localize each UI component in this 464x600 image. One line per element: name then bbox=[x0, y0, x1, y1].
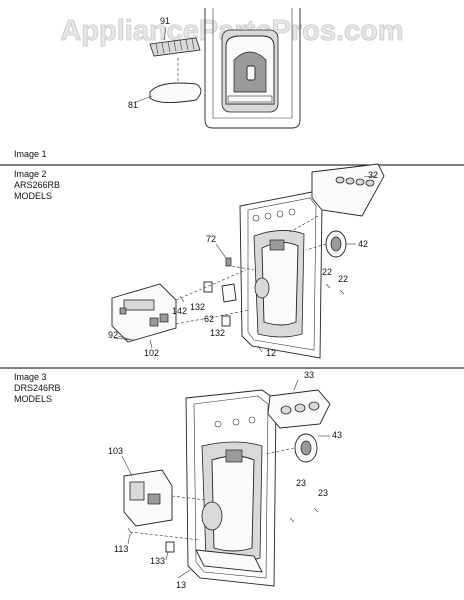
selector-knob bbox=[294, 433, 318, 463]
selector-knob bbox=[325, 230, 347, 258]
image-2-caption-line-3: MODELS bbox=[14, 191, 52, 201]
callout-43: 43 bbox=[332, 430, 342, 440]
callout-62: 62 bbox=[204, 314, 214, 324]
screw-142 bbox=[179, 295, 185, 303]
callout-22a: 22 bbox=[322, 267, 332, 277]
screw-113 bbox=[127, 527, 133, 535]
control-panel-overlay bbox=[267, 389, 331, 429]
callout-42: 42 bbox=[358, 239, 368, 249]
screw-22b bbox=[339, 289, 345, 295]
control-board bbox=[111, 283, 177, 343]
screw-22a bbox=[325, 283, 331, 289]
image-3-section: 33 43 103 23 23 113 133 13 bbox=[108, 370, 342, 590]
image-2-section: 32 72 42 22 22 142 132 62 132 92 102 12 bbox=[108, 163, 385, 359]
image-3-caption-line-3: MODELS bbox=[14, 394, 52, 404]
callout-92: 92 bbox=[108, 330, 118, 340]
image-2-caption-line-2: ARS266RB bbox=[14, 180, 60, 190]
callout-113: 113 bbox=[114, 544, 128, 554]
control-board bbox=[123, 469, 173, 527]
callout-33: 33 bbox=[304, 370, 314, 380]
image-3-caption-line-2: DRS246RB bbox=[14, 383, 61, 393]
dispenser-housing-assembly bbox=[185, 389, 277, 587]
switch-133 bbox=[165, 541, 175, 553]
callout-133: 133 bbox=[150, 556, 165, 566]
door-frame bbox=[204, 8, 301, 129]
switch-72 bbox=[225, 257, 232, 267]
actuator-62 bbox=[221, 283, 237, 303]
callout-23b: 23 bbox=[318, 488, 328, 498]
image-3-caption-line-1: Image 3 bbox=[14, 372, 47, 382]
callout-72: 72 bbox=[206, 234, 216, 244]
callout-32: 32 bbox=[368, 170, 378, 180]
drip-grille-part bbox=[149, 37, 201, 57]
screw-23a bbox=[289, 517, 295, 523]
image-2-caption-line-1: Image 2 bbox=[14, 169, 47, 179]
callout-132a: 132 bbox=[190, 302, 205, 312]
callout-142: 142 bbox=[172, 306, 187, 316]
image-1-section: 91 81 bbox=[128, 8, 301, 129]
image-1-caption: Image 1 bbox=[14, 149, 47, 159]
callout-22b: 22 bbox=[338, 274, 348, 284]
dispenser-housing bbox=[221, 29, 279, 113]
callout-103: 103 bbox=[108, 446, 123, 456]
callout-23a: 23 bbox=[296, 478, 306, 488]
dispenser-housing-assembly bbox=[239, 191, 323, 359]
callout-13: 13 bbox=[176, 580, 186, 590]
callout-132b: 132 bbox=[210, 328, 225, 338]
callout-102: 102 bbox=[144, 348, 159, 358]
callout-12: 12 bbox=[266, 348, 276, 358]
switch-132a bbox=[203, 281, 213, 293]
callout-91: 91 bbox=[160, 16, 170, 26]
drip-tray-part bbox=[149, 82, 202, 103]
screw-23b bbox=[313, 507, 319, 513]
callout-81: 81 bbox=[128, 100, 138, 110]
switch-132b bbox=[221, 315, 231, 327]
